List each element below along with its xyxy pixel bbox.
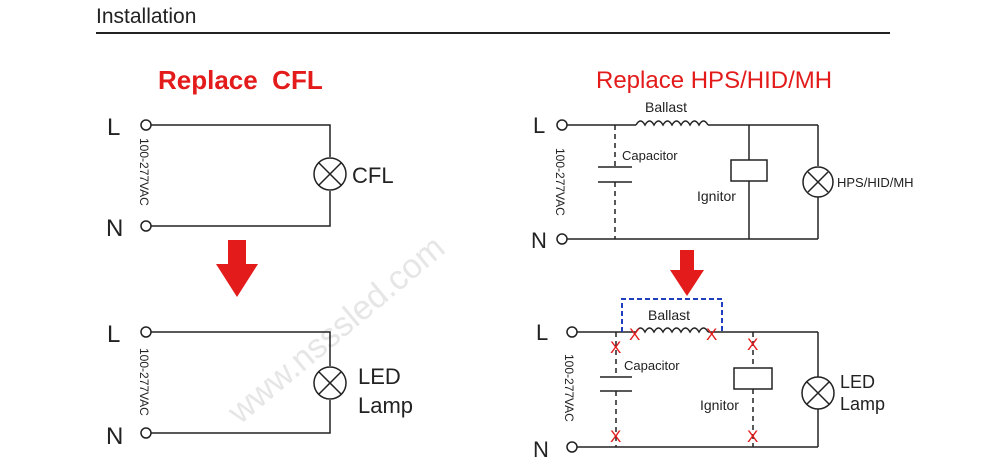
wire	[151, 400, 331, 434]
cfl-after-diagram: L N LED Lamp 100-277VAC	[106, 321, 413, 450]
neutral-terminal-label: N	[533, 437, 549, 462]
cfl-panel-title: Replace CFL	[158, 65, 323, 95]
ballast-label: Ballast	[648, 307, 690, 323]
line-terminal	[140, 119, 152, 131]
lamp-cross	[807, 171, 829, 193]
page-title: Installation	[96, 5, 196, 28]
line-terminal	[566, 326, 578, 338]
lamp-cross	[318, 371, 342, 395]
ballast-coil-icon	[635, 327, 709, 334]
line-terminal	[140, 326, 152, 338]
line-terminal-label: L	[107, 321, 120, 348]
hid-after-diagram: L N 100-277VAC Ballast Capacitor Igni	[533, 298, 885, 462]
capacitor-label: Capacitor	[624, 358, 680, 373]
ignitor-icon	[733, 367, 773, 390]
remove-mark: X	[747, 335, 758, 354]
wire	[151, 331, 331, 366]
voltage-label: 100-277VAC	[562, 354, 576, 422]
line-terminal-label: L	[536, 320, 548, 345]
arrow-down-icon	[670, 250, 704, 296]
neutral-terminal	[140, 220, 152, 232]
lamp-cross	[806, 381, 830, 405]
line-terminal-label: L	[107, 114, 120, 141]
capacitor-label: Capacitor	[622, 148, 678, 163]
hid-lamp-label: HPS/HID/MH	[837, 175, 914, 190]
voltage-label: 100-277VAC	[553, 148, 567, 216]
line-terminal	[556, 119, 568, 131]
hid-before-diagram: L N 100-277VAC Ballast Capacitor Ignitor	[531, 99, 914, 253]
led-lamp-label: LED	[840, 372, 875, 392]
voltage-label: 100-277VAC	[137, 138, 151, 206]
cfl-before-diagram: L N CFL 100-277VAC	[106, 114, 394, 242]
wire	[151, 124, 331, 157]
remove-mark: X	[610, 427, 621, 446]
hid-panel: Replace HPS/HID/MH L N 100-277VAC Ballas…	[531, 67, 914, 462]
lamp-cross	[318, 162, 342, 186]
neutral-terminal-label: N	[106, 423, 123, 450]
ignitor-label: Ignitor	[697, 188, 736, 204]
ignitor-icon	[730, 159, 768, 182]
remove-mark: X	[747, 427, 758, 446]
line-terminal-label: L	[533, 113, 545, 138]
neutral-terminal	[140, 427, 152, 439]
voltage-label: 100-277VAC	[137, 348, 151, 416]
led-lamp-label: Lamp	[358, 393, 413, 418]
cfl-panel: Replace CFL L N CFL 100-277VAC L N	[106, 65, 413, 450]
led-lamp-label: LED	[358, 364, 401, 389]
remove-mark: X	[629, 325, 640, 344]
wire	[151, 191, 331, 227]
ballast-label: Ballast	[645, 99, 687, 115]
neutral-terminal	[566, 441, 578, 453]
ignitor-label: Ignitor	[700, 397, 739, 413]
neutral-terminal-label: N	[531, 228, 547, 253]
arrow-down-icon	[216, 240, 258, 297]
led-lamp-label: Lamp	[840, 394, 885, 414]
ballast-bypass-wire	[621, 298, 723, 332]
ballast-coil-icon	[635, 120, 709, 127]
watermark: www.nsssled.com	[220, 228, 452, 431]
neutral-terminal-label: N	[106, 215, 123, 242]
cfl-lamp-label: CFL	[352, 163, 394, 188]
hid-panel-title: Replace HPS/HID/MH	[596, 67, 832, 94]
remove-mark: X	[610, 338, 621, 357]
neutral-terminal	[556, 233, 568, 245]
remove-mark: X	[706, 325, 717, 344]
